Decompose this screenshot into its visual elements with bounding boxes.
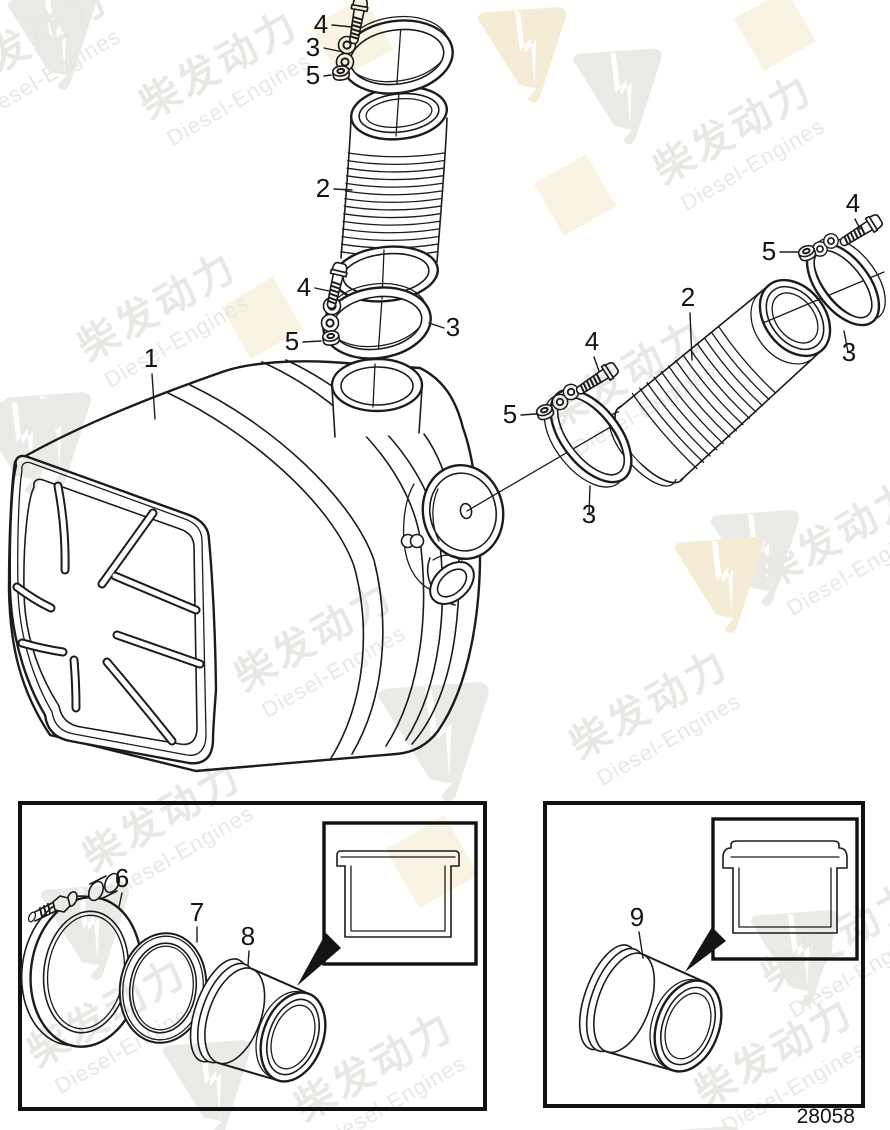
pointer-arrow xyxy=(685,927,726,972)
inset-profile-right xyxy=(685,817,859,972)
drawing-number: 28058 xyxy=(797,1105,855,1128)
detail-box-right xyxy=(543,801,865,1108)
inset-profile-left xyxy=(297,821,478,986)
callout-part2: 2 xyxy=(681,282,695,312)
clamp-middle xyxy=(320,282,432,360)
hex-bolt-right-outer xyxy=(835,211,886,252)
callout-part2: 2 xyxy=(316,173,330,203)
callout-part4: 4 xyxy=(297,272,311,302)
clamp-right-inner xyxy=(543,383,633,488)
callout-part5: 5 xyxy=(503,399,517,429)
clamp-lug xyxy=(562,383,580,401)
nut-middle xyxy=(321,328,341,348)
callout-part3: 3 xyxy=(446,312,460,342)
clamp-lug xyxy=(822,232,840,250)
face-slots xyxy=(12,481,205,746)
bellows-ribs xyxy=(631,326,777,470)
silencer-inlet-stub xyxy=(330,357,424,438)
outlet-flange xyxy=(400,463,505,594)
callout-part6: 6 xyxy=(115,863,129,893)
callout-part3: 3 xyxy=(582,499,596,529)
callout-part5: 5 xyxy=(306,60,320,90)
clamp-lug xyxy=(320,313,340,333)
callout-part1: 1 xyxy=(144,343,158,373)
callout-part4: 4 xyxy=(846,188,860,218)
callout-part9: 9 xyxy=(630,902,644,932)
callout-part3: 3 xyxy=(842,337,856,367)
callout-part3: 3 xyxy=(306,32,320,62)
callout-part5: 5 xyxy=(285,326,299,356)
flex-hose-top xyxy=(333,85,449,303)
pointer-arrow xyxy=(297,933,341,986)
drain-stub xyxy=(426,554,475,606)
callout-part8: 8 xyxy=(241,921,255,951)
sleeve-9 xyxy=(578,944,723,1073)
flex-hose-right xyxy=(608,278,832,487)
callout-part7: 7 xyxy=(190,897,204,927)
silencer-front-face xyxy=(8,454,218,765)
callout-part4: 4 xyxy=(585,326,599,356)
nut-top xyxy=(331,63,351,83)
callout-part5: 5 xyxy=(762,236,776,266)
